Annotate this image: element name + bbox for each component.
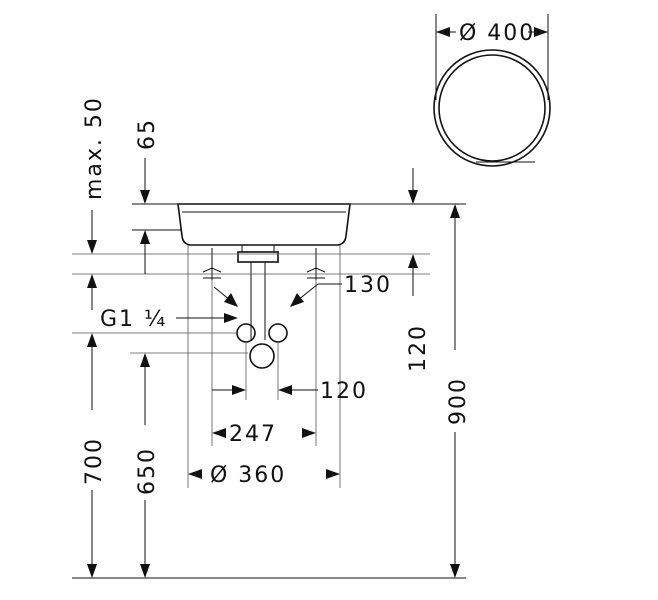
arrow-g114-upper <box>224 293 238 307</box>
arrow-120h-right <box>278 385 292 395</box>
arrow-247-left <box>212 428 226 438</box>
basin-body <box>177 203 351 246</box>
arrow-360-right <box>326 469 340 479</box>
dim-120-horizontal <box>212 385 318 395</box>
label-247: 247 <box>229 422 277 447</box>
label-130: 130 <box>344 273 392 298</box>
dim-drop <box>408 168 418 204</box>
basin-outer-rim <box>433 49 551 167</box>
reference-lines <box>72 203 466 579</box>
dim-65 <box>140 158 150 274</box>
arrow-130 <box>290 293 304 307</box>
leader-diag-130 <box>297 283 319 301</box>
arrow-65-bottom <box>140 230 150 244</box>
dim-650 <box>140 353 150 578</box>
arrow-900-bottom <box>450 564 460 578</box>
arrow-120v-top <box>408 254 418 268</box>
connection-left <box>236 323 256 343</box>
dim-360 <box>188 469 340 479</box>
basin-top-view <box>433 14 551 167</box>
arrow-247-right <box>302 428 316 438</box>
label-g-1-1-4: G1 ¼ <box>100 307 167 332</box>
arrow-400-right <box>534 27 548 37</box>
label-120-vertical: 120 <box>406 324 431 372</box>
dim-max-50 <box>87 210 97 310</box>
siphon-trap <box>249 343 275 369</box>
arrow-65-top <box>140 190 150 204</box>
basin-inner-rim <box>438 54 546 162</box>
label-700: 700 <box>82 437 107 485</box>
dim-900 <box>450 204 460 578</box>
arrow-g114 <box>224 313 238 323</box>
arrow-900-top <box>450 204 460 218</box>
dim-247 <box>212 428 316 438</box>
label-65: 65 <box>135 118 160 150</box>
arrow-650-top <box>140 353 150 367</box>
wing-nut-right <box>306 267 326 279</box>
extension-lines <box>187 245 341 488</box>
connection-right <box>268 323 288 343</box>
arrow-max-50-bottom <box>87 274 97 288</box>
arrow-700-bottom <box>87 564 97 578</box>
arrow-max-50-top <box>87 240 97 254</box>
arrow-400-left <box>436 27 450 37</box>
basin-side-view <box>177 203 351 369</box>
leader-130 <box>290 283 342 307</box>
arrow-650-bottom <box>140 564 150 578</box>
arrow-120h-left <box>232 385 246 395</box>
dim-700 <box>87 333 97 578</box>
label-120-horizontal: 120 <box>320 379 368 404</box>
label-650: 650 <box>135 447 160 495</box>
dim-120-vertical <box>408 254 418 296</box>
wing-nut-left <box>202 267 222 279</box>
label-diameter-360: Ø 360 <box>210 463 286 488</box>
label-diameter-400: Ø 400 <box>459 21 535 46</box>
label-max-50: max. 50 <box>82 96 107 200</box>
arrow-700-top <box>87 333 97 347</box>
leader-g114 <box>176 286 238 323</box>
label-900: 900 <box>446 377 471 425</box>
arrow-drop <box>408 190 418 204</box>
drain-valve <box>237 251 279 263</box>
arrow-360-left <box>188 469 202 479</box>
